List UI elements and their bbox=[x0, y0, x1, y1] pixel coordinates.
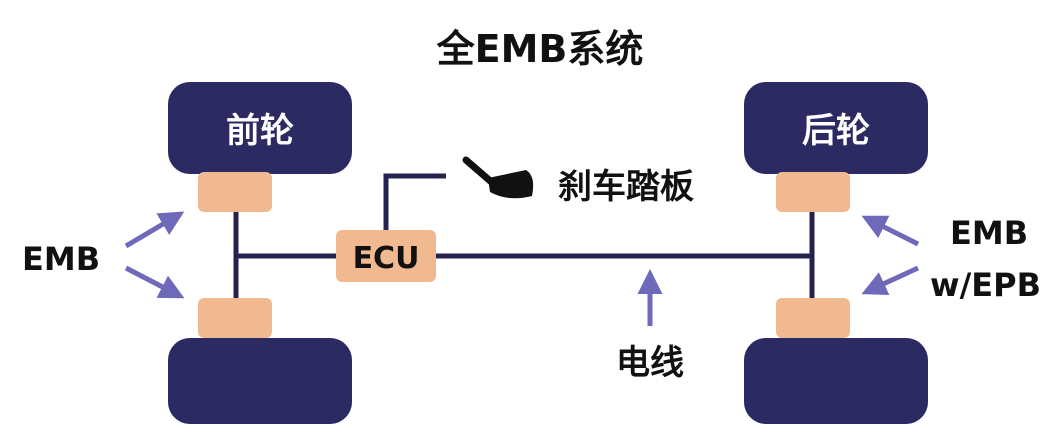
ecu-label: ECU bbox=[353, 241, 420, 276]
emb-left-label: EMB bbox=[22, 240, 100, 278]
rear-wheel-label: 后轮 bbox=[802, 111, 870, 151]
front-bottom-brake-block bbox=[198, 298, 272, 338]
emb-right-label-line2: w/EPB bbox=[930, 266, 1041, 304]
rear-top-brake-block bbox=[776, 172, 850, 212]
brake-pedal-label: 刹车踏板 bbox=[558, 167, 694, 207]
emb-left-arrow-top bbox=[124, 211, 185, 249]
rear-bottom-brake-block bbox=[776, 298, 850, 338]
emb-right-arrow-bottom bbox=[861, 265, 920, 295]
emb-right-arrow-top bbox=[861, 215, 920, 247]
pedal-wire-line bbox=[383, 173, 446, 230]
front-wheel-label: 前轮 bbox=[226, 111, 294, 151]
front-wheel-bottom bbox=[168, 338, 352, 424]
emb-right-label-line1: EMB bbox=[950, 214, 1028, 252]
front-wheel-top bbox=[168, 82, 352, 174]
rear-wheel-top bbox=[744, 82, 928, 174]
ecu-box bbox=[336, 230, 436, 282]
brake-pedal-icon bbox=[462, 156, 534, 199]
diagram-title: 全EMB系统 bbox=[436, 27, 644, 71]
front-top-brake-block bbox=[198, 172, 272, 212]
rear-wheel-bottom bbox=[744, 338, 928, 424]
wire-label: 电线 bbox=[616, 343, 684, 383]
emb-left-arrow-bottom bbox=[124, 265, 185, 299]
